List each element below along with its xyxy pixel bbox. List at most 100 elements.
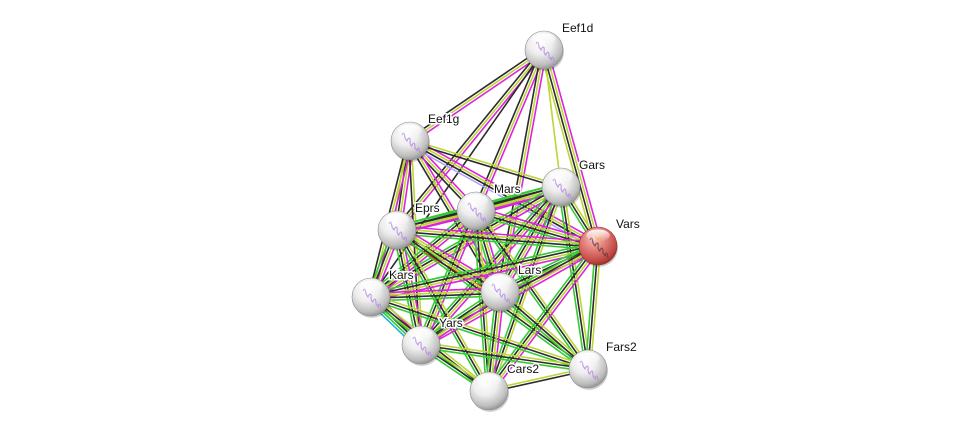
edge-line-coexpression	[396, 229, 501, 293]
edge-vars-fars2[interactable]	[584, 245, 602, 370]
edge-line-coexpression	[487, 244, 598, 391]
edge-line-experiments	[477, 50, 548, 213]
node-gloss	[477, 374, 501, 387]
node-eef1d[interactable]: Eef1d	[524, 20, 595, 71]
edge-line-coexpression	[472, 48, 543, 211]
edge-line-neighborhood	[485, 243, 596, 390]
edge-line-textmining	[539, 50, 596, 248]
edge-line-coexpression	[371, 292, 501, 300]
node-mars[interactable]: Mars	[456, 181, 522, 232]
edge-line-coexpression	[499, 291, 589, 370]
protein-structure-icon	[552, 178, 572, 200]
edge-line-neighborhood	[394, 230, 488, 393]
edge-line-textmining	[398, 228, 492, 391]
edge-lars-fars2[interactable]	[497, 289, 591, 372]
node-eef1g[interactable]: Eef1g	[390, 111, 461, 162]
edge-line-textmining	[562, 186, 592, 369]
protein-structure-icon	[362, 288, 382, 310]
edge-line-coexpression	[396, 229, 490, 392]
edge-line-neighborhood	[495, 184, 559, 291]
edge-eprs-vars[interactable]	[396, 225, 599, 251]
edge-line-coexpression	[370, 243, 598, 297]
edge-line-neighborhood	[584, 245, 597, 369]
edge-eef1d-mars[interactable]	[472, 48, 548, 213]
node-gloss	[385, 213, 409, 226]
edge-line-experiments	[411, 51, 546, 144]
edge-eef1g-gars[interactable]	[409, 138, 562, 190]
edge-line-textmining	[421, 341, 589, 368]
edge-line-coexpression	[409, 141, 561, 190]
protein-structure-icon	[535, 41, 555, 63]
edge-line-neighborhood	[369, 241, 598, 294]
edge-line-coexpression	[541, 50, 598, 247]
edge-line-coexpression	[419, 210, 476, 345]
node-label: Vars	[616, 217, 640, 231]
edge-line-experiments	[476, 206, 600, 244]
edge-line-coexpression	[560, 186, 589, 370]
node-eprs[interactable]: Eprs	[377, 200, 441, 251]
edge-line-coexpression	[369, 209, 476, 297]
edge-line-textmining	[371, 211, 478, 299]
edge-vars-cars2[interactable]	[485, 243, 602, 394]
edge-line-neighborhood	[369, 298, 588, 373]
node-gloss	[359, 280, 383, 293]
edge-line-experiments	[372, 213, 479, 301]
edge-mars-vars[interactable]	[474, 206, 600, 251]
edge-line-coexpression	[420, 344, 589, 370]
edge-line-experiments	[501, 50, 548, 293]
node-fars2[interactable]: Fars2	[568, 339, 639, 390]
protein-structure-icon	[467, 202, 487, 224]
edge-eef1d-eef1g[interactable]	[408, 47, 546, 144]
node-gloss	[398, 124, 422, 137]
edge-line-coexpression	[475, 210, 589, 370]
protein-structure-icon	[412, 336, 432, 358]
edge-eef1d-kars[interactable]	[370, 49, 545, 298]
node-gloss	[549, 170, 573, 183]
edge-line-textmining	[409, 49, 545, 142]
edge-eef1d-gars[interactable]	[543, 49, 562, 188]
node-label: Eef1d	[562, 21, 593, 35]
node-kars[interactable]: Kars	[351, 267, 415, 318]
edge-line-neighborhood	[420, 346, 588, 373]
node-label: Gars	[579, 158, 605, 172]
edge-line-textmining	[489, 246, 600, 393]
edge-eef1d-vars[interactable]	[539, 48, 603, 248]
node-gars[interactable]: Gars	[541, 157, 607, 208]
node-label: Lars	[518, 263, 541, 277]
node-label: Cars2	[507, 362, 539, 376]
node-vars[interactable]: Vars	[578, 216, 641, 267]
edge-line-experiments	[397, 225, 599, 243]
edge-line-neighborhood	[371, 295, 501, 302]
node-gloss	[576, 352, 600, 365]
node-label: Mars	[494, 182, 521, 196]
protein-structure-icon	[579, 360, 599, 382]
edge-line-textmining	[371, 246, 599, 300]
edge-yars-fars2[interactable]	[420, 341, 589, 373]
protein-structure-icon	[589, 237, 609, 259]
protein-structure-icon	[401, 132, 421, 154]
edge-line-textmining	[371, 293, 590, 368]
edge-line-textmining	[543, 49, 562, 188]
edge-kars-fars2[interactable]	[369, 293, 590, 373]
node-label: Eef1g	[428, 112, 459, 126]
edge-line-experiments	[370, 287, 500, 294]
node-gloss	[409, 328, 433, 341]
node-gloss	[488, 275, 512, 288]
edge-kars-lars[interactable]	[370, 287, 501, 302]
edge-eprs-cars2[interactable]	[394, 228, 492, 393]
node-gloss	[464, 194, 488, 207]
edge-line-textmining	[589, 246, 602, 370]
edge-line-textmining	[397, 227, 599, 246]
edge-line-neighborhood	[396, 233, 598, 251]
protein-structure-icon	[388, 221, 408, 243]
edge-line-coexpression	[587, 245, 599, 370]
node-cars2[interactable]: Cars2	[469, 361, 541, 412]
edge-line-textmining	[544, 49, 601, 246]
node-lars[interactable]: Lars	[480, 262, 543, 313]
node-gloss	[586, 229, 610, 242]
edge-line-textmining	[410, 138, 562, 187]
edge-line-experiments	[491, 247, 602, 394]
node-yars[interactable]: Yars	[401, 315, 464, 366]
edge-line-textmining	[370, 289, 500, 297]
edge-line-experiments	[546, 48, 603, 246]
